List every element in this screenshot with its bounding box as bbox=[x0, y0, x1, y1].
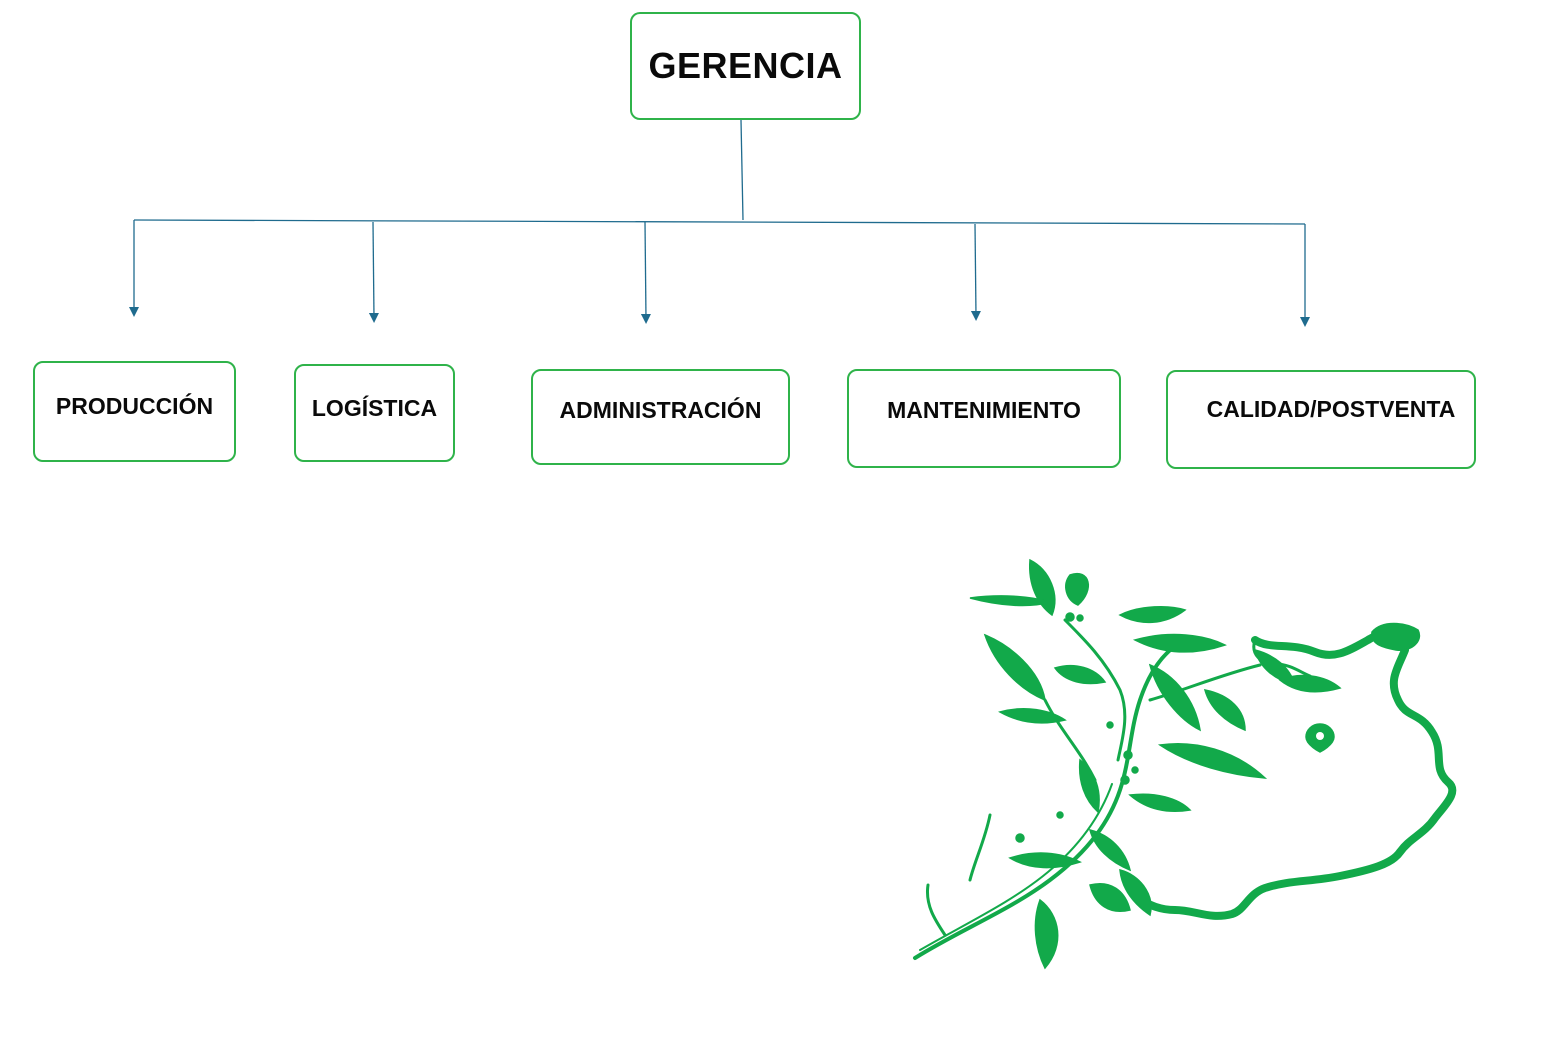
department-label-logistica: LOGÍSTICA bbox=[311, 394, 438, 421]
map-blob bbox=[1371, 622, 1421, 651]
leaf bbox=[1128, 793, 1192, 812]
plant-stem-inner bbox=[919, 783, 1113, 951]
department-label-produccion: PRODUCCIÓN bbox=[55, 393, 214, 419]
arrow-mantenimiento bbox=[970, 223, 981, 321]
trunk-line bbox=[740, 119, 744, 221]
leaf bbox=[1132, 633, 1227, 653]
berry bbox=[1056, 811, 1064, 819]
plant-branch-right bbox=[1148, 663, 1262, 702]
department-label-administracion: ADMINISTRACIÓN bbox=[559, 396, 762, 423]
plant-stem bbox=[913, 638, 1187, 960]
berry bbox=[1131, 766, 1139, 774]
department-label-calidad: CALIDAD/POSTVENTA bbox=[1206, 396, 1456, 422]
department-box-logistica: LOGÍSTICA bbox=[294, 364, 455, 462]
department-label-mantenimiento: MANTENIMIENTO bbox=[887, 396, 1081, 423]
leaf bbox=[1065, 572, 1089, 606]
leaf bbox=[1053, 664, 1107, 685]
leaf bbox=[1089, 883, 1131, 912]
leaf bbox=[1278, 674, 1342, 693]
plant-branch-low bbox=[925, 883, 947, 937]
arrow-administracion bbox=[640, 221, 651, 324]
bus-line bbox=[133, 219, 1306, 225]
leaf bbox=[1148, 663, 1201, 732]
plant-branch-mid bbox=[968, 813, 992, 882]
berry bbox=[1076, 614, 1084, 622]
department-box-calidad: CALIDAD/POSTVENTA bbox=[1166, 370, 1476, 469]
location-pin-hole bbox=[1316, 732, 1324, 740]
leaf bbox=[1008, 852, 1082, 869]
leaf bbox=[1078, 758, 1100, 814]
berry bbox=[1065, 612, 1075, 622]
leaf bbox=[983, 633, 1046, 702]
berry bbox=[1106, 721, 1114, 729]
leaf bbox=[1157, 743, 1268, 779]
leaf bbox=[1034, 898, 1059, 970]
berry bbox=[1123, 750, 1133, 760]
department-box-mantenimiento: MANTENIMIENTO bbox=[847, 369, 1121, 468]
berry bbox=[1015, 833, 1025, 843]
leaf bbox=[1029, 558, 1056, 617]
gerencia-box: GERENCIA bbox=[630, 12, 861, 120]
department-box-administracion: ADMINISTRACIÓN bbox=[531, 369, 790, 465]
leaf bbox=[969, 595, 1053, 607]
map-outline bbox=[1136, 631, 1457, 920]
leaf bbox=[998, 707, 1067, 724]
leaf bbox=[1088, 828, 1132, 872]
leaf bbox=[1118, 605, 1187, 624]
plant-map-logo-icon bbox=[913, 558, 1457, 970]
plant-branch-upper bbox=[1063, 618, 1127, 762]
leaf bbox=[1119, 869, 1152, 917]
leaf bbox=[1203, 689, 1246, 732]
berry bbox=[1120, 775, 1130, 785]
department-box-produccion: PRODUCCIÓN bbox=[33, 361, 236, 462]
arrow-logistica bbox=[368, 221, 379, 323]
gerencia-label: GERENCIA bbox=[648, 45, 843, 86]
